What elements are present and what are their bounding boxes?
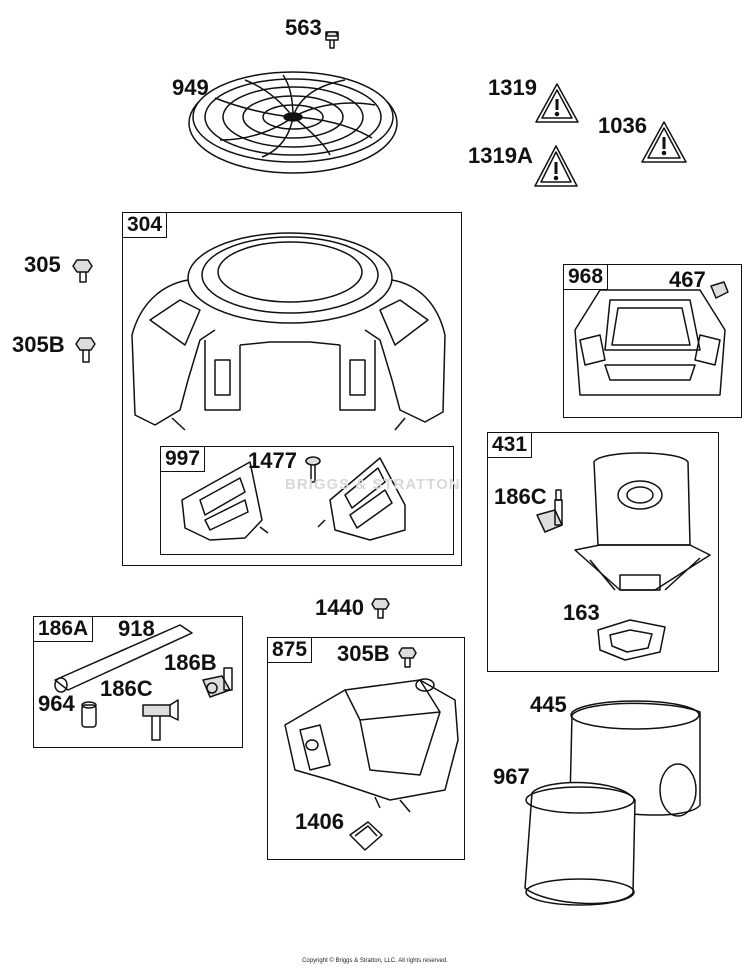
label-563: 563	[285, 15, 322, 40]
label-967: 967	[493, 764, 530, 789]
sleeve-964-icon	[81, 701, 97, 728]
bolt-563-icon	[325, 31, 339, 49]
label-918: 918	[118, 616, 155, 641]
screw-1477-icon	[305, 456, 321, 483]
label-445: 445	[530, 692, 567, 717]
fitting-186b-icon	[202, 667, 233, 698]
box-label-968: 968	[563, 264, 609, 290]
label-186c: 186C	[100, 676, 153, 701]
fitting-186c-small-icon	[142, 699, 179, 741]
box-label-304: 304	[122, 212, 168, 238]
label-949: 949	[172, 75, 209, 100]
label-186c-main: 186C	[494, 484, 547, 509]
air-guide-875-icon	[284, 678, 459, 813]
bolt-1440-icon	[371, 598, 390, 619]
label-305: 305	[24, 252, 61, 277]
hose-918-icon	[54, 624, 193, 693]
frame-997	[160, 446, 454, 555]
rotating-screen-949-icon	[188, 71, 398, 174]
frame-304	[122, 212, 462, 566]
label-1319a: 1319A	[468, 143, 533, 168]
label-1406: 1406	[295, 809, 344, 834]
box-label-186a: 186A	[33, 616, 94, 642]
air-cleaner-base-431-icon	[574, 452, 711, 591]
seal-1406-icon	[349, 821, 383, 851]
label-305b: 305B	[12, 332, 65, 357]
frame-968	[563, 264, 742, 418]
label-467: 467	[669, 267, 706, 292]
label-1477: 1477	[248, 448, 297, 473]
frame-431	[487, 432, 719, 672]
watermark: BRIGGS & STRATTON	[285, 476, 461, 493]
gasket-163-icon	[597, 619, 666, 661]
label-1440: 1440	[315, 595, 364, 620]
label-1319: 1319	[488, 75, 537, 100]
baffles-997-icon	[181, 457, 406, 541]
prefilter-967-icon	[524, 781, 636, 906]
fitting-186c-icon	[536, 489, 563, 533]
label-964: 964	[38, 691, 75, 716]
warning-1319a-icon	[534, 145, 578, 187]
bolt-305-icon	[72, 259, 93, 283]
bolt-305b-icon	[75, 337, 96, 363]
box-label-431: 431	[487, 432, 533, 458]
label-305b-2: 305B	[337, 641, 390, 666]
label-163: 163	[563, 600, 600, 625]
box-label-997: 997	[160, 446, 206, 472]
label-1036: 1036	[598, 113, 647, 138]
clip-467-icon	[710, 281, 729, 299]
bolt-305b-2-icon	[398, 647, 417, 668]
warning-1036-icon	[641, 121, 687, 163]
air-cleaner-cover-968-icon	[574, 289, 726, 396]
frame-875	[267, 637, 465, 860]
warning-1319-icon	[535, 83, 579, 123]
frame-186a	[33, 616, 243, 748]
copyright: Copyright © Briggs & Stratton, LLC. All …	[302, 958, 448, 964]
blower-housing-304-icon	[131, 232, 446, 431]
label-186b: 186B	[164, 650, 217, 675]
box-label-875: 875	[267, 637, 313, 663]
